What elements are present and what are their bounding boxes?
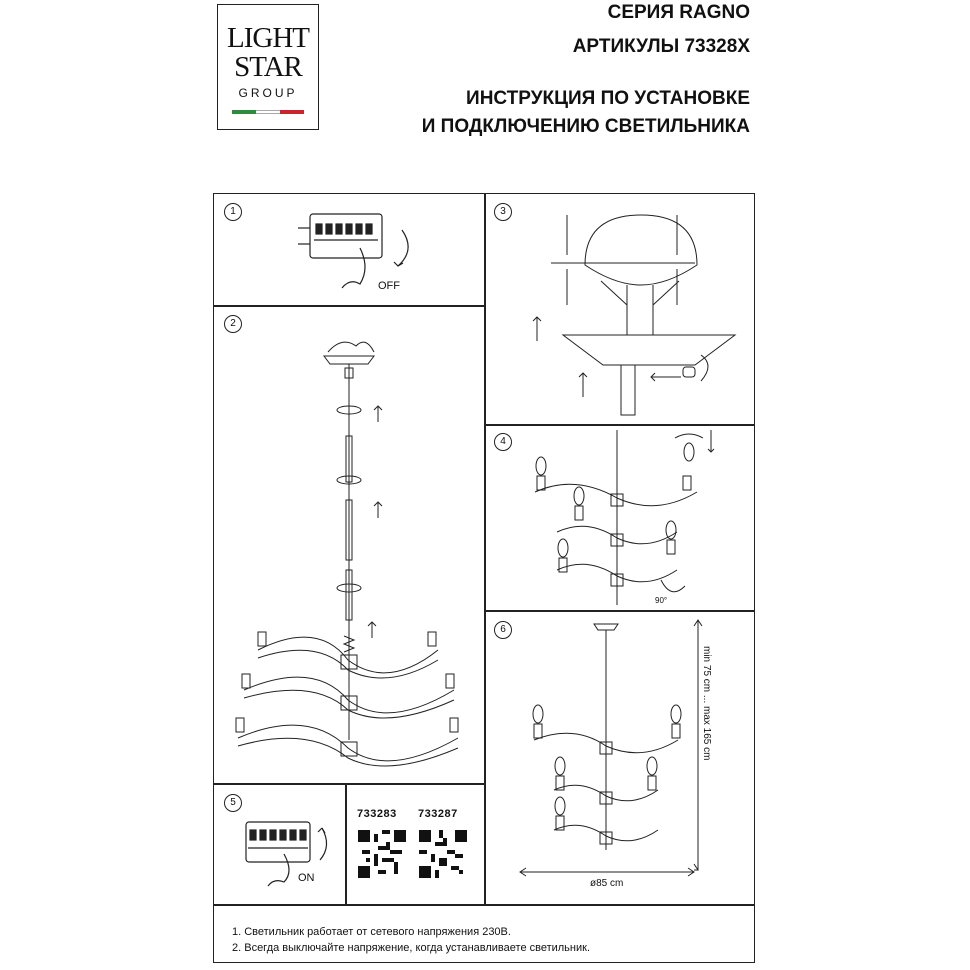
step-number-4: 4 [494,433,512,451]
bulb-installation-illustration [534,430,715,605]
step-number-5: 5 [224,794,242,812]
step-number-1: 1 [224,203,242,221]
qr-code-1 [358,830,406,878]
rotation-angle-label: 90° [655,596,668,605]
article-numbers: АРТИКУЛЫ 73328X [572,36,750,57]
logo-text-group: GROUP [238,86,298,100]
instruction-title-line1: ИНСТРУКЦИЯ ПО УСТАНОВКЕ [466,88,750,109]
article-code-1: 733283 [357,808,397,820]
logo-text-star: STAR [234,51,303,83]
breaker-off-illustration [298,213,409,289]
divider-step1-step2 [213,305,485,307]
height-dimension-label: min 75 cm ... max 165 cm [701,646,712,761]
instruction-title-line2: И ПОДКЛЮЧЕНИЮ СВЕТИЛЬНИКА [421,116,750,137]
breaker-on-illustration [245,821,328,887]
divider-step3-step4 [484,424,755,426]
on-label: ON [298,872,315,884]
logo-text-light: LIGHT [227,22,310,54]
qr-code-2 [419,830,467,878]
dimensions-illustration [519,619,703,877]
divider-step5-codes [345,783,347,905]
step-number-2: 2 [224,315,242,333]
divider-step2-step5 [213,783,485,785]
article-code-2: 733287 [418,808,458,820]
divider-vertical-upper [484,193,486,783]
safety-notes: 1. Светильник работает от сетевого напря… [232,924,590,956]
divider-codes-step6 [484,783,486,905]
ceiling-mount-illustration [532,214,737,416]
step-number-6: 6 [494,621,512,639]
brand-logo: LIGHT STAR GROUP [217,4,319,130]
italian-flag-stripe [232,110,304,114]
off-label: OFF [378,280,400,292]
series-title: СЕРИЯ RAGNO [607,2,750,23]
assembly-illustration [235,341,459,767]
note-1: 1. Светильник работает от сетевого напря… [232,926,511,938]
note-2: 2. Всегда выключайте напряжение, когда у… [232,942,591,954]
divider-step4-step6 [484,610,755,612]
step-number-3: 3 [494,203,512,221]
diameter-dimension-label: ø85 cm [590,878,624,889]
